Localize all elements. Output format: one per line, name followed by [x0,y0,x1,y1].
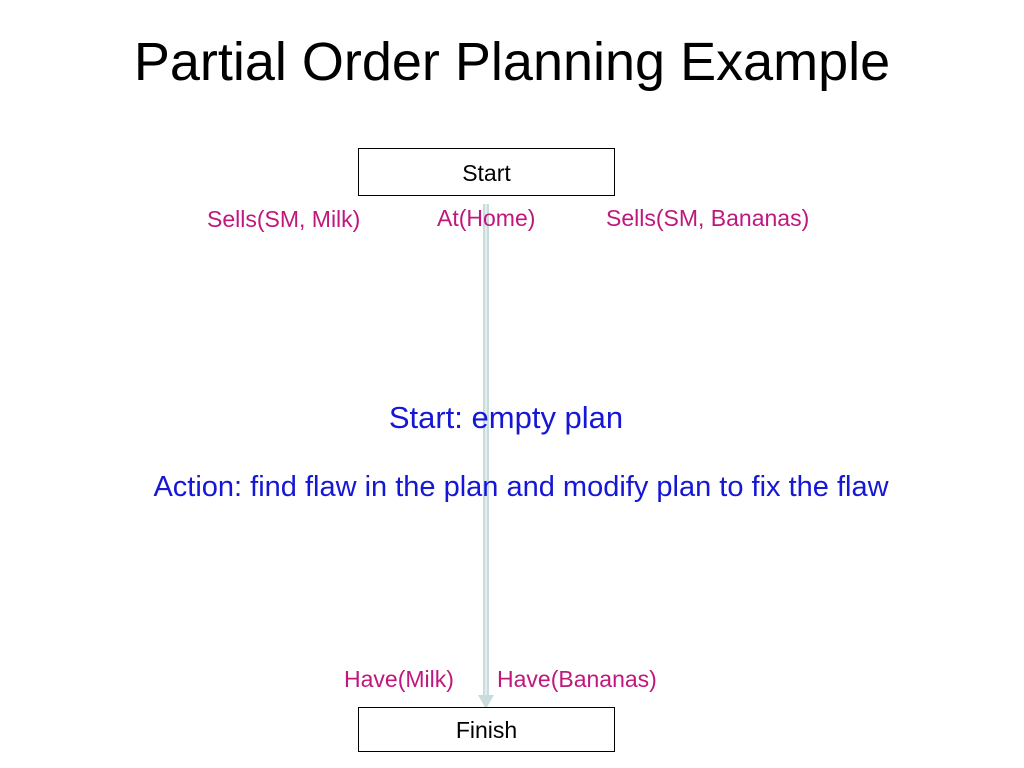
slide-title: Partial Order Planning Example [133,32,891,92]
note-start-empty-plan: Start: empty plan [388,400,624,435]
finish-precondition-have-bananas: Have(Bananas) [497,666,657,692]
finish-precondition-have-milk: Have(Milk) [344,666,454,692]
start-effect-sells-milk: Sells(SM, Milk) [207,206,361,232]
start-node: Start [358,148,615,196]
finish-node: Finish [358,707,615,752]
start-effect-sells-bananas: Sells(SM, Bananas) [606,205,810,231]
start-effect-at-home: At(Home) [437,205,536,231]
note-action-description: Action: find flaw in the plan and modify… [153,471,889,503]
arrow-head-icon [478,695,494,709]
